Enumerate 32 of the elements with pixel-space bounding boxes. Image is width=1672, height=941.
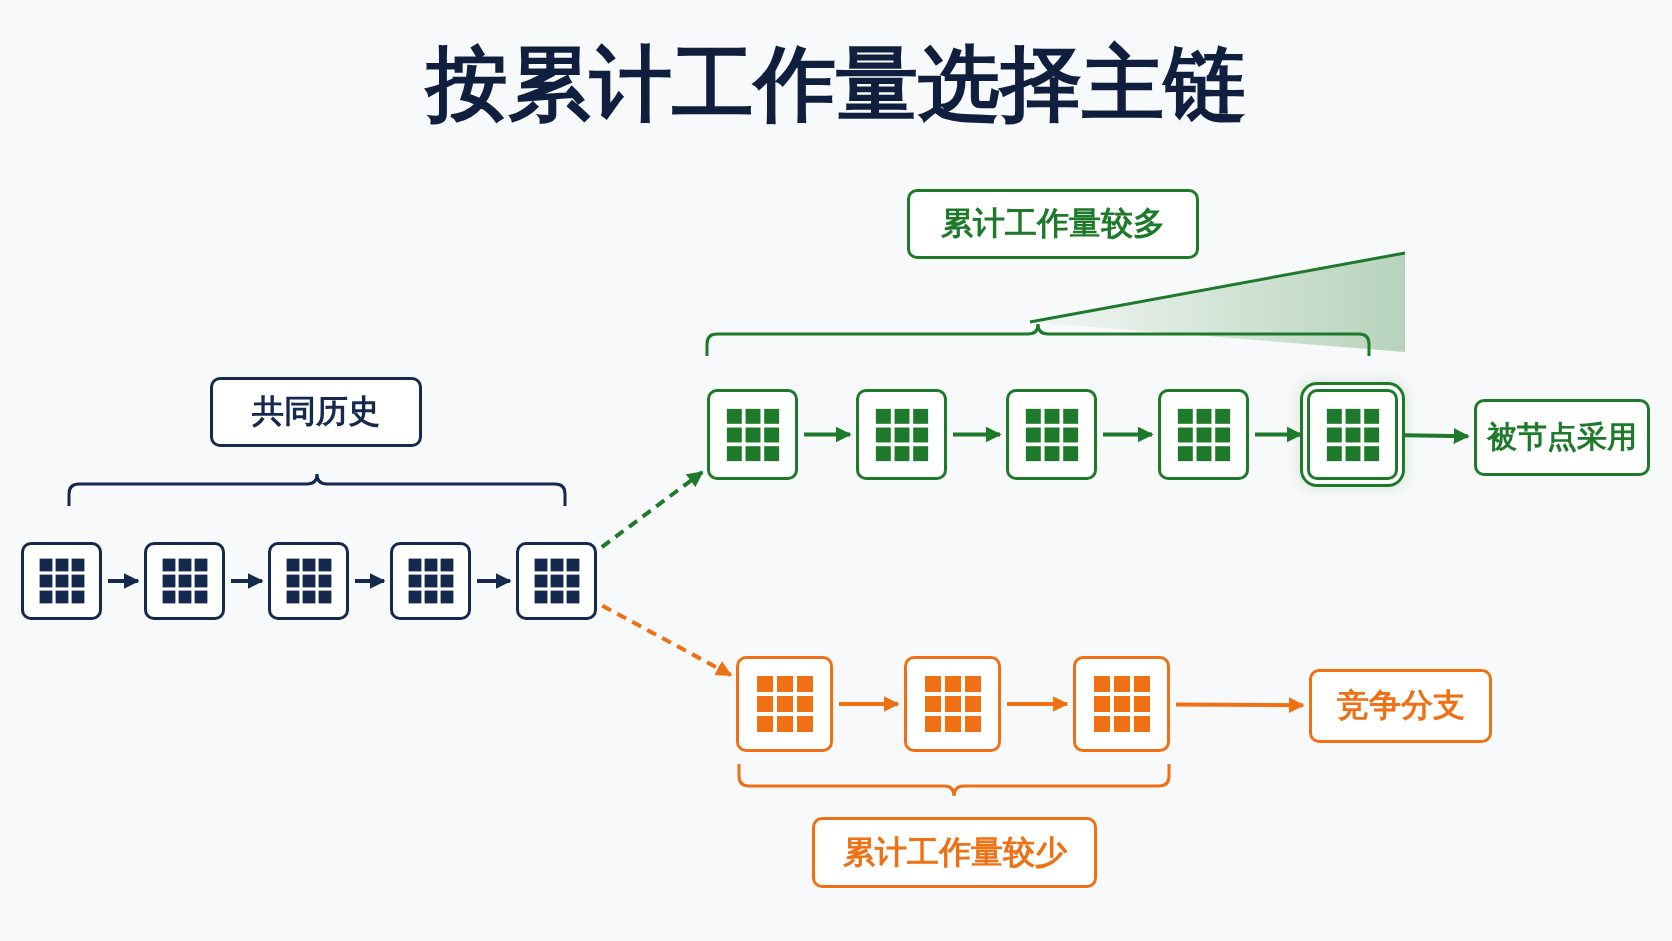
arrow — [1007, 696, 1069, 712]
block — [856, 389, 947, 480]
block — [1006, 389, 1097, 480]
block — [516, 542, 597, 620]
arrow — [355, 573, 386, 589]
block — [268, 542, 349, 620]
block — [1073, 656, 1170, 752]
block — [390, 542, 471, 620]
label-box: 累计工作量较少 — [812, 817, 1097, 888]
title: 按累计工作量选择主链 — [423, 35, 1247, 133]
block — [707, 389, 798, 480]
block — [904, 656, 1001, 752]
arrow — [804, 426, 852, 443]
label-box: 竞争分支 — [1309, 669, 1492, 743]
arrow — [600, 470, 704, 549]
arrow — [839, 696, 900, 712]
arrow — [1176, 697, 1305, 714]
arrow — [108, 573, 140, 589]
label-box: 累计工作量较多 — [907, 189, 1199, 259]
arrow — [231, 573, 264, 589]
arrow — [1103, 426, 1154, 443]
block — [1158, 389, 1249, 480]
label-box: 被节点采用 — [1474, 399, 1650, 476]
label-box: 共同历史 — [210, 377, 422, 447]
block — [144, 542, 225, 620]
arrow — [601, 603, 733, 677]
arrow — [953, 426, 1002, 443]
block — [21, 542, 102, 620]
block — [736, 656, 833, 752]
arrow — [1403, 427, 1470, 444]
arrow — [1255, 426, 1303, 443]
arrow — [477, 573, 512, 589]
